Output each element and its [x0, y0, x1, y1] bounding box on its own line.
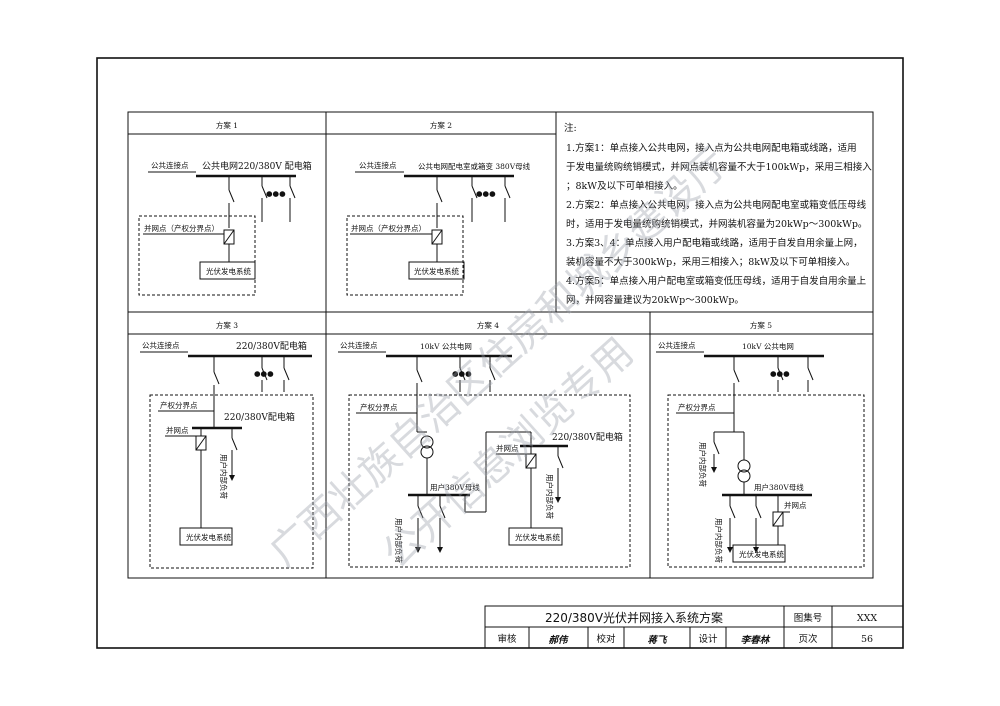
scheme2-diagram	[346, 171, 514, 296]
checker-signature: 蒋飞	[647, 634, 668, 646]
scheme4-load-label: 用户内部负荷	[394, 518, 404, 563]
scheme4-pv-label: 光伏发电系统	[515, 532, 560, 542]
scheme3-pv-label: 光伏发电系统	[186, 532, 231, 542]
scheme5-gridpoint-label: 并网点	[784, 500, 807, 510]
scheme5-boundary-label: 产权分界点	[678, 402, 716, 412]
design-label: 设计	[698, 633, 718, 645]
scheme1-bus-label: 公共电网220/380V 配电箱	[202, 160, 312, 172]
scheme5-load-label-2: 用户内部负荷	[714, 518, 724, 563]
note-line: 3.方案3、4：单点接入用户配电箱或线路，适用于自发自用余量上网，	[566, 237, 863, 249]
watermark-line1: 广西壮族自治区住房和城乡建设厅	[261, 140, 738, 576]
atlas-number-label: 图集号	[794, 612, 823, 624]
notes-heading: 注:	[564, 122, 577, 134]
drawing-frame	[127, 111, 874, 579]
scheme4-dots: ●●●	[452, 369, 472, 378]
scheme5-load-label: 用户内部负荷	[698, 442, 708, 487]
scheme4-subbus-label: 220/380V配电箱	[552, 431, 623, 443]
scheme3-gridpoint-label: 并网点	[166, 425, 189, 435]
scheme1-boundary-label: 并网点（产权分界点）	[144, 223, 219, 233]
scheme1-title: 方案 1	[216, 120, 238, 130]
scheme2-bus-label: 公共电网配电室或箱变 380V母线	[418, 161, 531, 171]
scheme5-title: 方案 5	[750, 320, 772, 330]
scheme5-pv-label: 光伏发电系统	[739, 549, 784, 559]
page-label: 页次	[798, 633, 818, 645]
scheme3-title: 方案 3	[216, 320, 238, 330]
scheme3-bus-label: 220/380V配电箱	[236, 340, 307, 352]
scheme1-pv-label: 光伏发电系统	[206, 266, 251, 276]
page-number: 56	[861, 634, 873, 645]
scheme4-diagram	[338, 351, 631, 568]
note-line: 于发电量统购统销模式，并网点装机容量不大于100kWp，采用三相接入	[566, 161, 872, 173]
drawing-title: 220/380V光伏并网接入系统方案	[545, 610, 723, 625]
scheme1-diagram	[138, 171, 296, 296]
note-line: 时，适用于发电量统购统销模式，并网装机容量为20kWp～300kWp。	[566, 218, 867, 230]
scheme3-subbus-label: 220/380V配电箱	[224, 411, 295, 423]
scheme3-boundary-label: 产权分界点	[160, 400, 198, 410]
atlas-number-value: XXX	[857, 613, 878, 624]
scheme4-connect-label: 公共连接点	[340, 340, 378, 350]
designer-signature: 李春林	[741, 634, 771, 646]
scheme3-load-label: 用户内部负荷	[219, 454, 229, 499]
scheme2-pv-label: 光伏发电系统	[414, 266, 459, 276]
note-line: ；8kW及以下可单相接入。	[566, 180, 683, 192]
scheme4-gridpoint-label: 并网点	[496, 443, 519, 453]
scheme1-connect-label: 公共连接点	[151, 160, 189, 170]
check-label: 校对	[596, 633, 616, 645]
scheme5-dots: ●●●	[770, 369, 790, 378]
note-line: 装机容量不大于300kWp，采用三相接入；8kW及以下可单相接入。	[566, 256, 855, 268]
scheme5-userbus-label: 用户380V母线	[754, 482, 804, 492]
scheme4-title: 方案 4	[477, 320, 499, 330]
notes-panel: 注: 1.方案1：单点接入公共电网，接入点为公共电网配电箱或线路，适用 于发电量…	[564, 122, 872, 306]
scheme4-userbus-label: 用户380V母线	[430, 482, 480, 492]
review-label: 审核	[497, 633, 517, 645]
title-block	[484, 605, 904, 649]
scheme3-connect-label: 公共连接点	[142, 340, 180, 350]
scheme2-boundary-label: 并网点（产权分界点）	[351, 223, 426, 233]
note-line: 1.方案1：单点接入公共电网，接入点为公共电网配电箱或线路，适用	[566, 142, 857, 154]
scheme1-dots: ●●●	[266, 189, 286, 198]
scheme2-title: 方案 2	[430, 120, 452, 130]
reviewer-signature: 郝伟	[548, 634, 569, 646]
scheme4-load-label-2: 用户内部负荷	[545, 474, 555, 519]
scheme5-connect-label: 公共连接点	[658, 340, 696, 350]
note-line: 2.方案2：单点接入公共电网，接入点为公共电网配电室或箱变低压母线	[566, 199, 867, 211]
scheme4-boundary-label: 产权分界点	[360, 402, 398, 412]
scheme5-diagram	[656, 351, 865, 568]
scheme3-dots: ●●●	[254, 369, 274, 378]
scheme5-bus-label: 10kV 公共电网	[742, 341, 794, 351]
scheme4-bus-label: 10kV 公共电网	[420, 341, 472, 351]
note-line: 网，并网容量建议为20kWp～300kWp。	[566, 294, 744, 306]
scheme2-connect-label: 公共连接点	[359, 160, 397, 170]
note-line: 4.方案5：单点接入用户配电室或箱变低压母线，适用于自发自用余量上	[566, 275, 867, 287]
scheme3-diagram	[140, 351, 314, 569]
scheme2-dots: ●●●	[476, 189, 496, 198]
